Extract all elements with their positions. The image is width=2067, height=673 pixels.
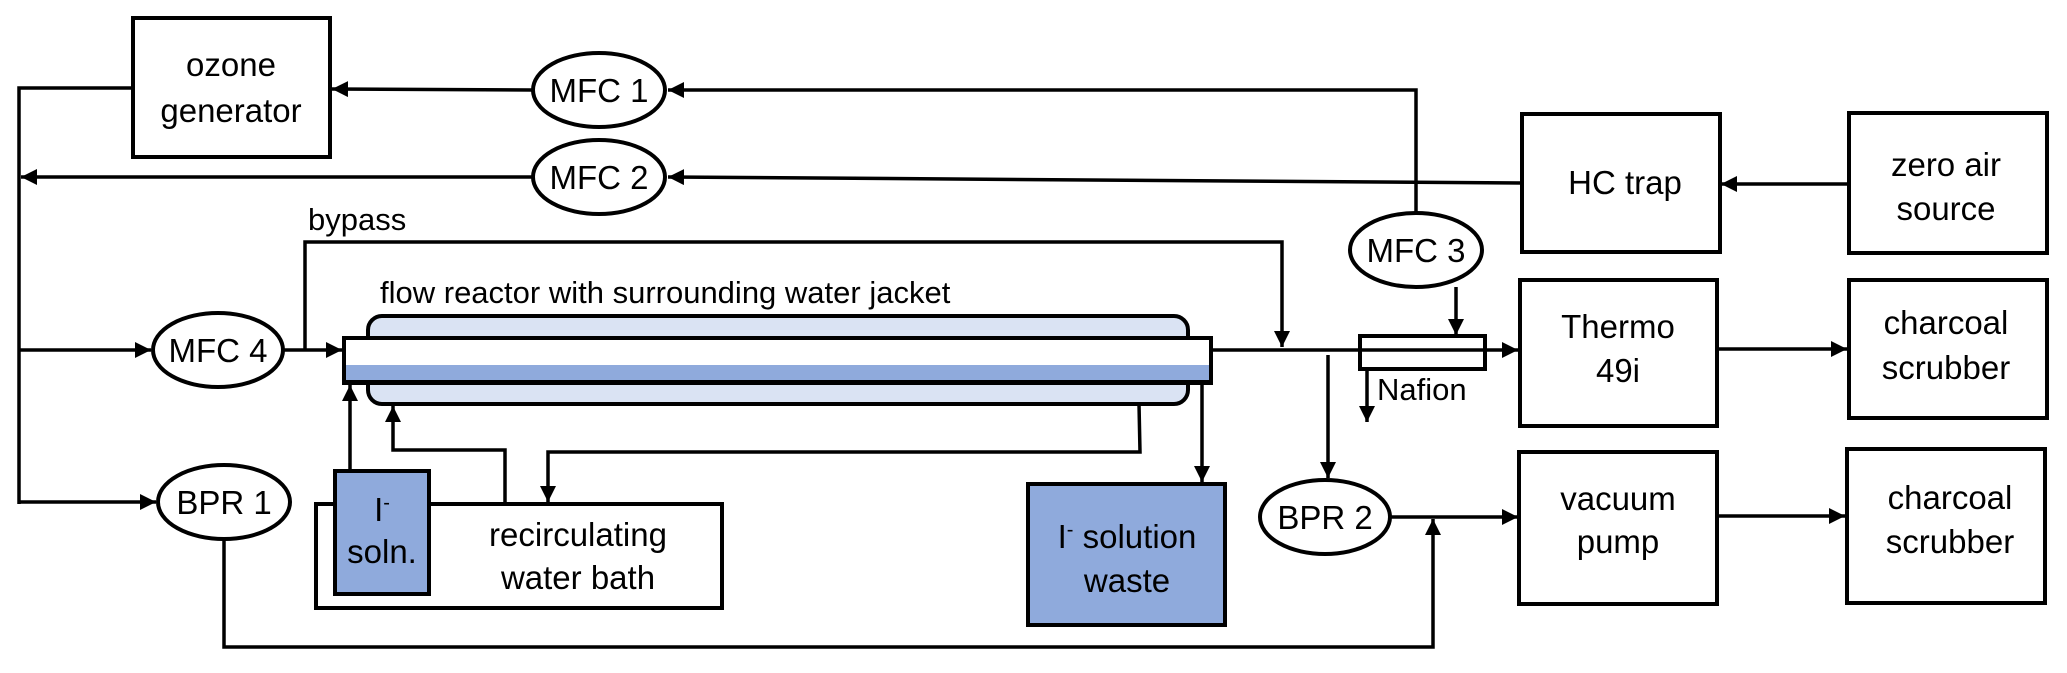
manifold-line [17, 86, 133, 504]
svg-text:I-: I- [374, 491, 390, 528]
svg-text:soln.: soln. [347, 533, 417, 570]
connectors [17, 81, 1849, 649]
svg-text:pump: pump [1577, 523, 1660, 560]
svg-text:Thermo: Thermo [1561, 308, 1675, 345]
svg-text:water bath: water bath [500, 559, 655, 596]
nafion-dryer: Nafion [1358, 334, 1487, 407]
mfc3: MFC 3 [1348, 211, 1484, 289]
svg-text:vacuum: vacuum [1560, 480, 1676, 517]
svg-text:scrubber: scrubber [1886, 523, 2014, 560]
zero-air-source: zero air source [1847, 111, 2049, 255]
svg-text:MFC 2: MFC 2 [550, 159, 649, 196]
mfc2: MFC 2 [531, 138, 667, 216]
svg-text:generator: generator [160, 92, 301, 129]
mfc4: MFC 4 [151, 311, 285, 389]
bpr2: BPR 2 [1258, 478, 1392, 556]
connector-hc-trap-to-mfc2 [667, 169, 1523, 186]
connector-jacket-to-bath [540, 403, 1142, 502]
bypass-label: bypass [308, 202, 406, 237]
connector-bpr1-to-vacuum-pump [222, 519, 1441, 649]
reactor-label: flow reactor with surrounding water jack… [380, 275, 951, 310]
flow-reactor: flow reactor with surrounding water jack… [342, 275, 1213, 406]
svg-text:zero air: zero air [1891, 146, 2001, 183]
connector-mfc1-to-ozone-generator [331, 81, 533, 98]
svg-text:BPR 1: BPR 1 [176, 484, 271, 521]
svg-text:BPR 2: BPR 2 [1277, 499, 1372, 536]
charcoal-scrubber-1: charcoal scrubber [1847, 278, 2049, 420]
svg-text:ozone: ozone [186, 46, 276, 83]
svg-text:MFC 4: MFC 4 [169, 332, 268, 369]
svg-text:scrubber: scrubber [1882, 349, 2010, 386]
svg-text:Nafion: Nafion [1377, 372, 1467, 407]
mfc1: MFC 1 [531, 51, 667, 129]
iodide-solution-waste: I- solution waste [1026, 482, 1227, 627]
svg-text:recirculating: recirculating [489, 516, 667, 553]
thermo-49i: Thermo 49i [1518, 278, 1719, 428]
hc-trap: HC trap [1520, 112, 1722, 254]
vacuum-pump: vacuum pump [1517, 450, 1719, 606]
svg-text:source: source [1896, 190, 1995, 227]
svg-text:MFC 3: MFC 3 [1367, 232, 1466, 269]
svg-text:charcoal: charcoal [1884, 304, 2009, 341]
bpr1: BPR 1 [156, 463, 292, 541]
svg-text:49i: 49i [1596, 352, 1640, 389]
svg-text:HC trap: HC trap [1568, 164, 1682, 201]
svg-text:I- solution: I- solution [1058, 518, 1197, 555]
charcoal-scrubber-2: charcoal scrubber [1845, 447, 2047, 605]
svg-text:charcoal: charcoal [1888, 479, 2013, 516]
connector-to-mfc1 [668, 82, 1418, 213]
svg-text:waste: waste [1083, 562, 1170, 599]
bypass-line [303, 240, 1290, 350]
ozone-generator: ozone generator [131, 16, 332, 159]
svg-text:MFC 1: MFC 1 [550, 72, 649, 109]
iodide-film [346, 365, 1209, 380]
iodide-solution-reservoir: I- soln. [333, 469, 431, 596]
connector-bath-to-jacket [385, 406, 507, 504]
